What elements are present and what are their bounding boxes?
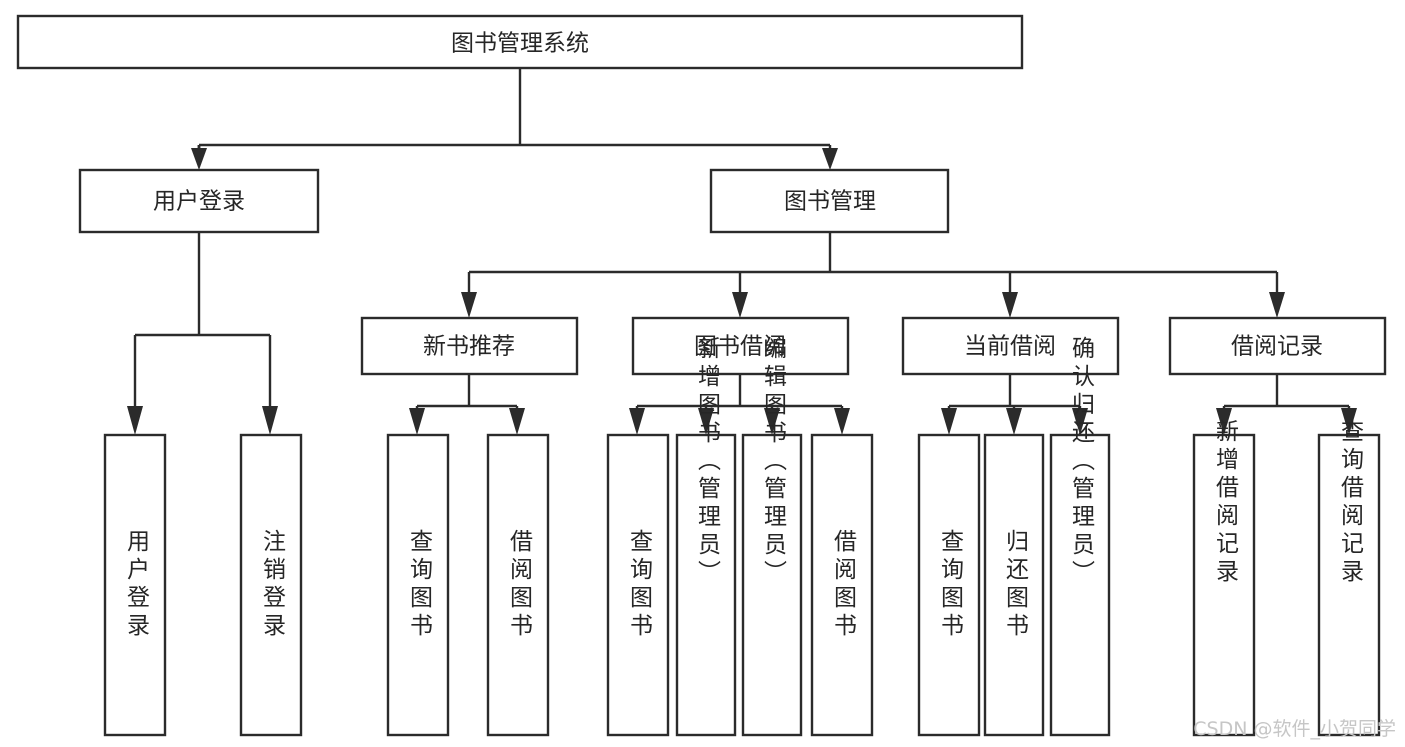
leaf-logout-box[interactable]	[239, 433, 303, 737]
leaf-borrow-book-2[interactable]: 借阅图书	[810, 433, 874, 737]
leaf-borrow-book-2-box[interactable]	[810, 433, 874, 737]
node-user-login-box[interactable]	[78, 168, 320, 234]
leaf-query-book-3-label: 查询图书	[937, 529, 965, 641]
leaf-user-login-label: 用户登录	[123, 529, 151, 641]
arrow-head-leaf-query-book-1	[409, 408, 425, 435]
leaf-query-book-3[interactable]: 查询图书	[917, 433, 981, 737]
node-book-borrow-label: 图书借阅	[694, 334, 786, 360]
leaf-user-login[interactable]: 用户登录	[103, 433, 167, 737]
leaf-query-book-1[interactable]: 查询图书	[386, 433, 450, 737]
arrow-head-book-borrow	[732, 292, 748, 318]
arrow-head-leaf-logout	[262, 406, 278, 435]
leaf-confirm-return[interactable]: 确认归还（管理员）	[1049, 336, 1111, 737]
arrow-head-user-login	[191, 148, 207, 170]
arrow-head-leaf-add-book	[698, 408, 714, 435]
leaf-add-book-label: 新增图书（管理员）	[694, 336, 722, 588]
leaf-query-book-2-box[interactable]	[606, 433, 670, 737]
node-user-login[interactable]: 用户登录	[78, 168, 320, 234]
arrow-head-leaf-edit-book	[764, 408, 780, 435]
node-borrow-record-label: 借阅记录	[1231, 334, 1323, 360]
leaf-borrow-book-2-label: 借阅图书	[830, 529, 858, 641]
leaf-query-record-box[interactable]	[1317, 433, 1381, 737]
leaf-edit-book-label: 编辑图书（管理员）	[760, 336, 788, 588]
arrow-head-leaf-query-book-2	[629, 408, 645, 435]
node-new-book-recommend-label: 新书推荐	[423, 334, 515, 360]
leaf-logout[interactable]: 注销登录	[239, 433, 303, 737]
leaf-confirm-return-label: 确认归还（管理员）	[1068, 336, 1096, 588]
node-book-borrow-box[interactable]	[631, 316, 850, 376]
leaf-return-book-box[interactable]	[983, 433, 1045, 737]
arrow-head-leaf-borrow-book-1	[509, 408, 525, 435]
node-current-borrow-box[interactable]	[901, 316, 1120, 376]
leaf-borrow-book-1[interactable]: 借阅图书	[486, 433, 550, 737]
leaf-user-login-box[interactable]	[103, 433, 167, 737]
node-borrow-record[interactable]: 借阅记录	[1168, 316, 1387, 376]
node-new-book-recommend[interactable]: 新书推荐	[360, 316, 579, 376]
connector-layer	[127, 68, 1357, 435]
leaf-borrow-book-1-box[interactable]	[486, 433, 550, 737]
leaf-query-book-3-box[interactable]	[917, 433, 981, 737]
arrow-head-leaf-user-login	[127, 406, 143, 435]
arrow-head-leaf-add-record	[1216, 408, 1232, 435]
node-root-box[interactable]	[16, 14, 1024, 70]
leaf-add-book-box[interactable]	[675, 433, 737, 737]
node-book-borrow[interactable]: 图书借阅	[631, 316, 850, 376]
node-book-manage-box[interactable]	[709, 168, 950, 234]
leaf-query-book-1-label: 查询图书	[406, 529, 434, 641]
node-current-borrow-label: 当前借阅	[964, 334, 1056, 360]
node-book-manage[interactable]: 图书管理	[709, 168, 950, 234]
leaf-confirm-return-box[interactable]	[1049, 433, 1111, 737]
node-new-book-recommend-box[interactable]	[360, 316, 579, 376]
leaf-query-book-2[interactable]: 查询图书	[606, 433, 670, 737]
node-root[interactable]: 图书管理系统	[16, 14, 1024, 70]
arrow-head-new-book-recommend	[461, 292, 477, 318]
node-user-login-label: 用户登录	[153, 189, 245, 215]
leaf-query-record-label: 查询借阅记录	[1337, 419, 1365, 587]
leaf-edit-book-box[interactable]	[741, 433, 803, 737]
leaf-query-record[interactable]: 查询借阅记录	[1317, 419, 1381, 737]
arrow-head-leaf-return-book	[1006, 408, 1022, 435]
arrow-head-leaf-confirm-return	[1072, 408, 1088, 435]
node-current-borrow[interactable]: 当前借阅	[901, 316, 1120, 376]
leaf-add-record-label: 新增借阅记录	[1212, 419, 1240, 587]
leaf-add-record[interactable]: 新增借阅记录	[1192, 419, 1256, 737]
arrow-head-leaf-borrow-book-2	[834, 408, 850, 435]
arrow-head-borrow-record	[1269, 292, 1285, 318]
leaf-return-book[interactable]: 归还图书	[983, 433, 1045, 737]
leaf-query-book-2-label: 查询图书	[626, 529, 654, 641]
leaf-edit-book[interactable]: 编辑图书（管理员）	[741, 336, 803, 737]
node-borrow-record-box[interactable]	[1168, 316, 1387, 376]
leaf-logout-label: 注销登录	[259, 529, 287, 641]
watermark-text: CSDN @软件_小贺同学	[1193, 718, 1396, 740]
leaf-add-book[interactable]: 新增图书（管理员）	[675, 336, 737, 737]
leaf-return-book-label: 归还图书	[1002, 529, 1030, 641]
node-root-label: 图书管理系统	[451, 31, 589, 57]
arrow-head-leaf-query-book-3	[941, 408, 957, 435]
arrow-head-leaf-query-record	[1341, 408, 1357, 435]
arrow-head-current-borrow	[1002, 292, 1018, 318]
arrow-head-book-manage	[822, 148, 838, 170]
leaf-query-book-1-box[interactable]	[386, 433, 450, 737]
leaf-borrow-book-1-label: 借阅图书	[506, 529, 534, 641]
leaf-add-record-box[interactable]	[1192, 433, 1256, 737]
node-book-manage-label: 图书管理	[784, 189, 876, 215]
